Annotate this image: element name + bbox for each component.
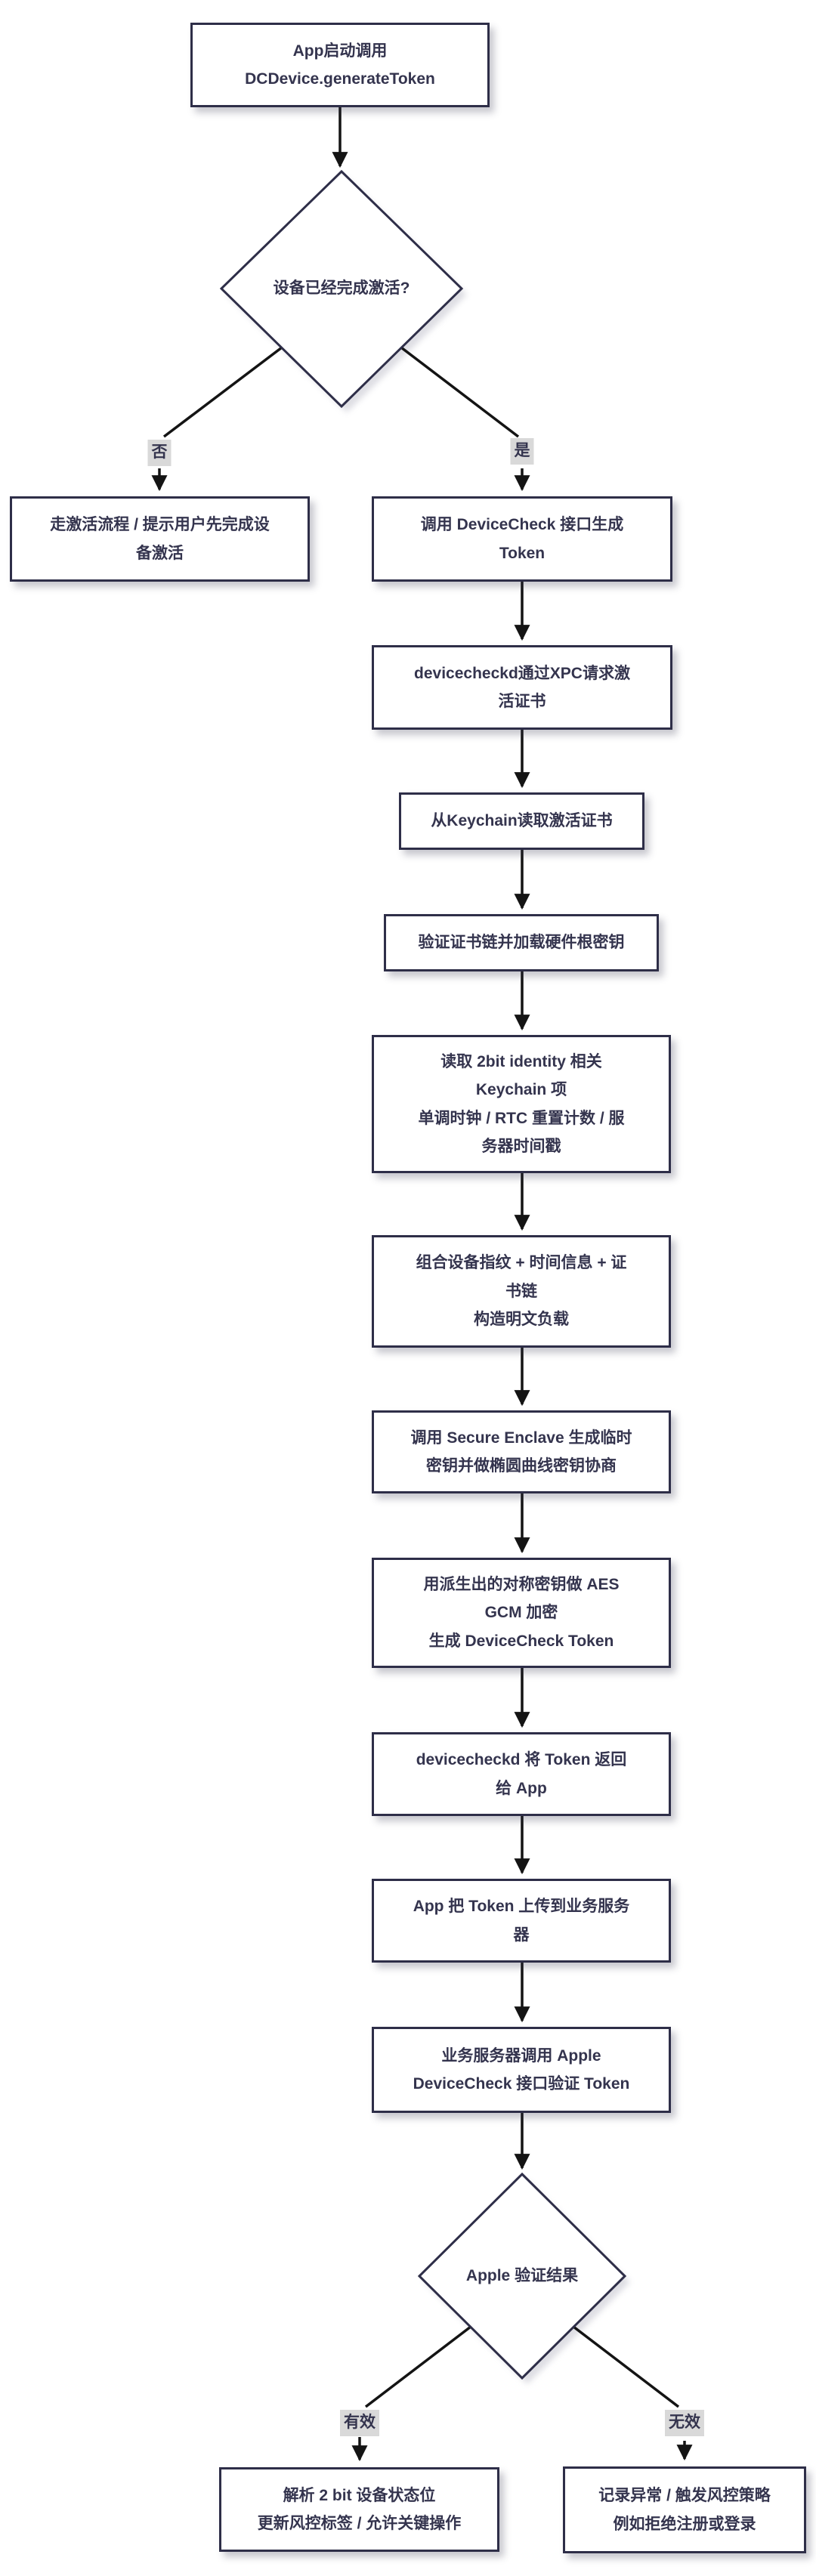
node-valid-outcome: 解析 2 bit 设备状态位 更新风控标签 / 允许关键操作 bbox=[219, 2467, 499, 2552]
node-upload-token: App 把 Token 上传到业务服务 器 bbox=[372, 1879, 671, 1963]
node-server-verify: 业务服务器调用 Apple DeviceCheck 接口验证 Token bbox=[372, 2027, 671, 2113]
node-compose-payload-text: 组合设备指纹 + 时间信息 + 证 书链 构造明文负载 bbox=[416, 1254, 627, 1329]
connector-decision-yes bbox=[400, 346, 530, 492]
connector-result-invalid bbox=[572, 2325, 693, 2461]
node-check-activated-text: 设备已经完成激活? bbox=[273, 280, 410, 298]
node-invalid-outcome-text: 记录异常 / 触发风控策略 例如拒绝注册或登录 bbox=[598, 2487, 771, 2533]
node-return-token-text: devicecheckd 将 Token 返回 给 App bbox=[416, 1751, 627, 1797]
node-not-activated-text: 走激活流程 / 提示用户先完成设 备激活 bbox=[50, 516, 270, 562]
node-call-devicecheck: 调用 DeviceCheck 接口生成 Token bbox=[372, 496, 672, 582]
node-server-verify-text: 业务服务器调用 Apple DeviceCheck 接口验证 Token bbox=[413, 2046, 630, 2093]
node-compose-payload: 组合设备指纹 + 时间信息 + 证 书链 构造明文负载 bbox=[372, 1235, 671, 1348]
node-check-activated: 设备已经完成激活? bbox=[228, 266, 455, 311]
node-apple-result: Apple 验证结果 bbox=[416, 2253, 628, 2299]
node-invalid-outcome: 记录异常 / 触发风控策略 例如拒绝注册或登录 bbox=[563, 2466, 806, 2553]
node-read-keychain-cert: 从Keychain读取激活证书 bbox=[399, 792, 644, 850]
node-valid-outcome-text: 解析 2 bit 设备状态位 更新风控标签 / 允许关键操作 bbox=[257, 2486, 462, 2532]
connector-result-valid bbox=[351, 2325, 472, 2462]
node-verify-chain-text: 验证证书链并加载硬件根密钥 bbox=[418, 934, 625, 952]
node-start: App启动调用 DCDevice.generateToken bbox=[190, 23, 490, 107]
node-upload-token-text: App 把 Token 上传到业务服务 器 bbox=[413, 1898, 630, 1944]
node-aes-gcm-text: 用派生出的对称密钥做 AES GCM 加密 生成 DeviceCheck Tok… bbox=[423, 1575, 620, 1650]
node-apple-result-text: Apple 验证结果 bbox=[465, 2267, 579, 2285]
edge-label-no: 否 bbox=[147, 440, 172, 466]
node-return-token: devicecheckd 将 Token 返回 给 App bbox=[372, 1732, 671, 1816]
node-call-devicecheck-text: 调用 DeviceCheck 接口生成 Token bbox=[420, 516, 624, 562]
node-aes-gcm: 用派生出的对称密钥做 AES GCM 加密 生成 DeviceCheck Tok… bbox=[372, 1558, 671, 1668]
connector-decision-no bbox=[151, 346, 283, 492]
node-secure-enclave-text: 调用 Secure Enclave 生成临时 密钥并做椭圆曲线密钥协商 bbox=[410, 1429, 632, 1475]
node-read-keychain-cert-text: 从Keychain读取激活证书 bbox=[431, 812, 613, 830]
node-not-activated: 走激活流程 / 提示用户先完成设 备激活 bbox=[10, 496, 310, 582]
node-read-identity: 读取 2bit identity 相关 Keychain 项 单调时钟 / RT… bbox=[372, 1035, 671, 1173]
node-start-text: App启动调用 DCDevice.generateToken bbox=[245, 42, 435, 88]
node-read-identity-text: 读取 2bit identity 相关 Keychain 项 单调时钟 / RT… bbox=[418, 1052, 625, 1155]
node-xpc-request-text: devicecheckd通过XPC请求激 活证书 bbox=[414, 664, 630, 710]
edge-label-yes: 是 bbox=[510, 438, 534, 465]
node-verify-chain: 验证证书链并加载硬件根密钥 bbox=[384, 914, 659, 971]
node-secure-enclave: 调用 Secure Enclave 生成临时 密钥并做椭圆曲线密钥协商 bbox=[372, 1410, 671, 1493]
node-xpc-request: devicecheckd通过XPC请求激 活证书 bbox=[372, 645, 672, 730]
edge-label-invalid: 无效 bbox=[665, 2410, 704, 2436]
edge-label-valid: 有效 bbox=[340, 2410, 379, 2436]
